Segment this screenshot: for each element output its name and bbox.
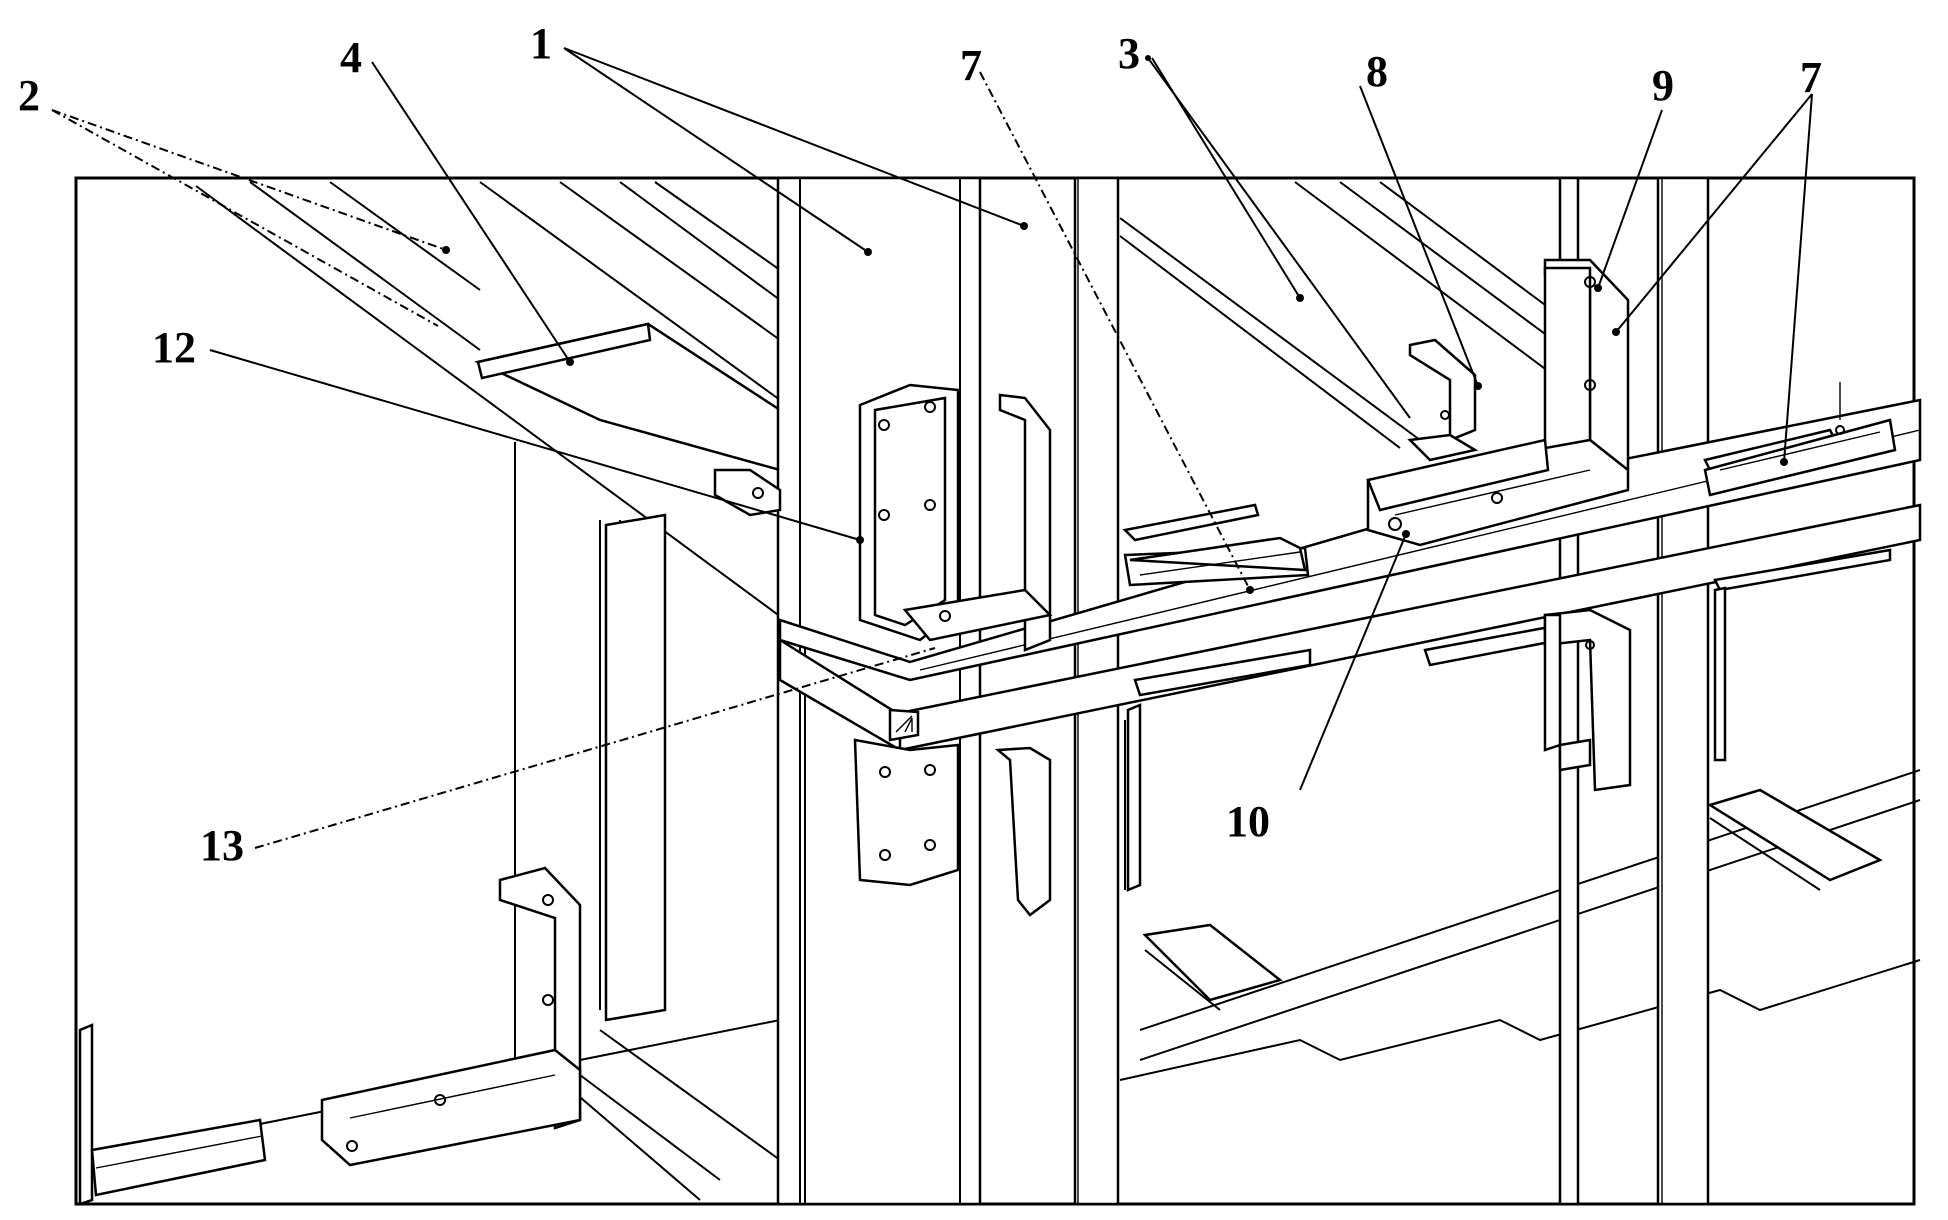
callout-2: 2 [18, 71, 40, 120]
right-corner-bracket [1366, 258, 1630, 547]
beam-clip-8 [1407, 338, 1479, 462]
lower-right-angle [1543, 608, 1632, 792]
left-angle-clip [713, 468, 782, 517]
beam-joint [888, 708, 920, 742]
leader-lines [51, 47, 1813, 849]
callout-7-right: 7 [1800, 53, 1822, 102]
callout-7-center: 7 [960, 41, 982, 90]
lower-left-rail [78, 1023, 267, 1206]
drawing-frame [74, 176, 1916, 1206]
callout-8: 8 [1366, 47, 1388, 96]
lower-left-corner-bracket [320, 866, 582, 1167]
lower-left-frame [79, 442, 781, 1201]
callout-4: 4 [340, 33, 362, 82]
leader-dots [442, 55, 1788, 594]
callout-9: 9 [1652, 61, 1674, 110]
leader-3 [1151, 57, 1301, 299]
right-diagonal-beams [1119, 181, 1561, 449]
lower-floor-slabs [1119, 769, 1921, 1081]
callout-13: 13 [200, 821, 244, 870]
callout-12: 12 [152, 323, 196, 372]
callout-3: 3 [1118, 29, 1140, 78]
rail-7-right [1703, 382, 1897, 497]
lower-u-bracket [853, 703, 1142, 917]
upper-u-bracket [858, 383, 1053, 652]
callout-1: 1 [530, 19, 552, 68]
rail-7-center [1122, 503, 1310, 587]
callout-10: 10 [1226, 797, 1270, 846]
floor-panel [474, 322, 782, 472]
upper-diagonal-beams [195, 181, 881, 691]
callout-labels: 1 2 3 4 7 7 8 9 10 12 13 [18, 19, 1822, 870]
